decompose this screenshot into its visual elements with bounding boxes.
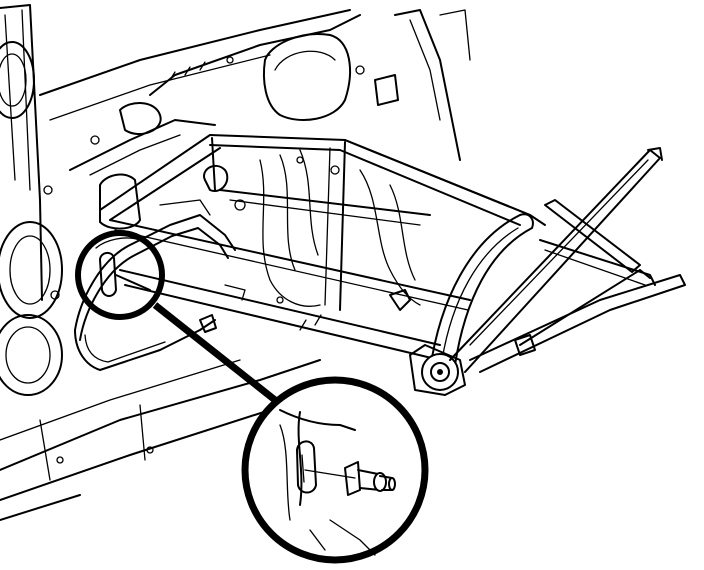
door-inner-panel	[0, 4, 471, 521]
wire-harness	[74, 199, 236, 371]
callout-leader-line	[152, 302, 278, 403]
detail-magnified-circle	[241, 376, 429, 564]
regulator-pin-detail	[344, 461, 396, 496]
regulator-lift-arm	[409, 147, 686, 396]
regulator-guide-rail	[514, 199, 656, 356]
window-regulator-frame	[99, 134, 546, 361]
detail-callout-circle[interactable]	[75, 230, 165, 320]
